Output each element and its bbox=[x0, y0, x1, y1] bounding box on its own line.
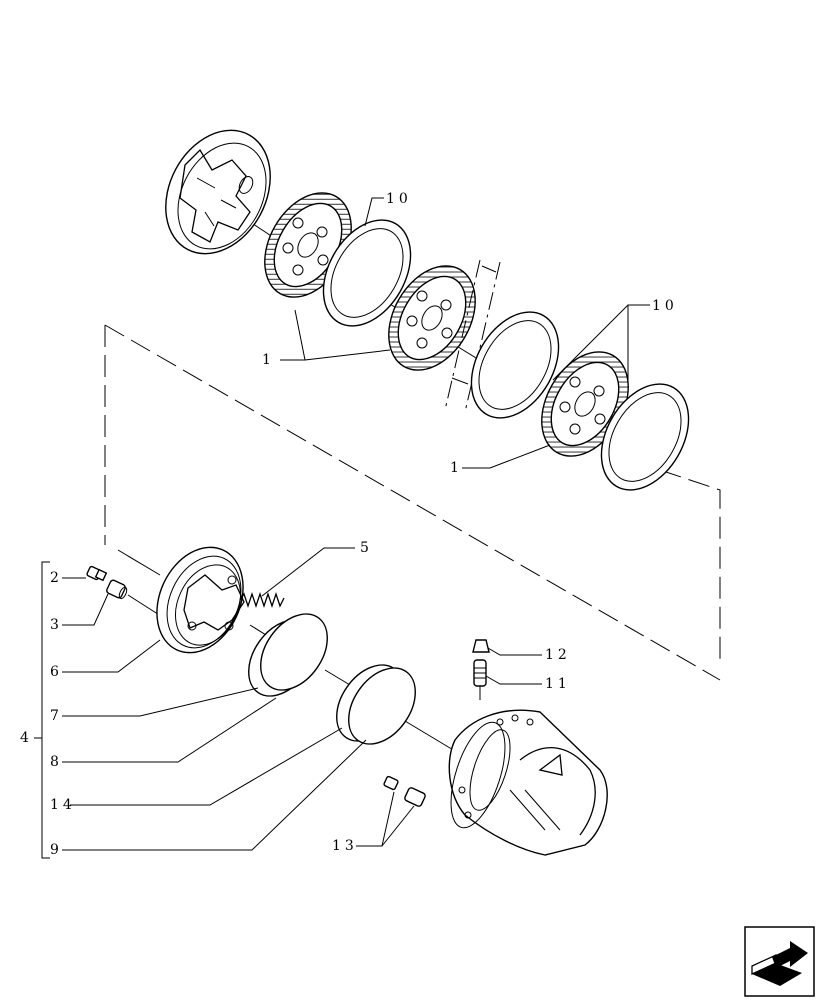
bleed-screw-11 bbox=[473, 659, 487, 700]
pressure-plate-housing bbox=[165, 129, 271, 255]
callout-5: 5 bbox=[360, 540, 373, 556]
callout-8: 8 bbox=[50, 754, 63, 770]
axle-housing bbox=[448, 709, 608, 856]
steel-disc-10b bbox=[470, 311, 560, 419]
break-marks bbox=[444, 259, 501, 413]
return-spring bbox=[239, 591, 285, 609]
bolt-2 bbox=[86, 565, 108, 582]
o-ring-8 bbox=[260, 613, 328, 691]
callout-10-right: 10 bbox=[652, 298, 678, 314]
callout-1-top: 1 bbox=[262, 352, 275, 368]
next-page-arrow-icon[interactable] bbox=[744, 926, 815, 997]
sleeve-13 bbox=[404, 787, 426, 807]
callout-14: 14 bbox=[50, 797, 76, 813]
callout-9: 9 bbox=[50, 842, 63, 858]
assembly-guide-lines bbox=[104, 324, 721, 681]
callout-13: 13 bbox=[332, 838, 358, 854]
sleeve-3 bbox=[106, 579, 128, 600]
callout-2: 2 bbox=[50, 570, 63, 586]
callout-7: 7 bbox=[50, 708, 63, 724]
callout-11: 11 bbox=[545, 676, 571, 692]
callout-12: 12 bbox=[545, 647, 571, 663]
callout-1-bottom: 1 bbox=[450, 460, 463, 476]
brake-piston bbox=[156, 546, 245, 654]
steel-disc-10c bbox=[600, 383, 690, 491]
o-ring-9 bbox=[348, 667, 416, 745]
callout-4: 4 bbox=[20, 730, 33, 746]
callout-3: 3 bbox=[50, 617, 63, 633]
friction-disc-2 bbox=[388, 265, 476, 371]
dust-cap-12 bbox=[472, 639, 490, 653]
callout-6: 6 bbox=[50, 664, 63, 680]
leader-lines bbox=[34, 197, 650, 859]
callout-10-top: 10 bbox=[386, 191, 412, 207]
screw-13 bbox=[383, 775, 399, 791]
steel-disc-10a bbox=[322, 219, 412, 327]
